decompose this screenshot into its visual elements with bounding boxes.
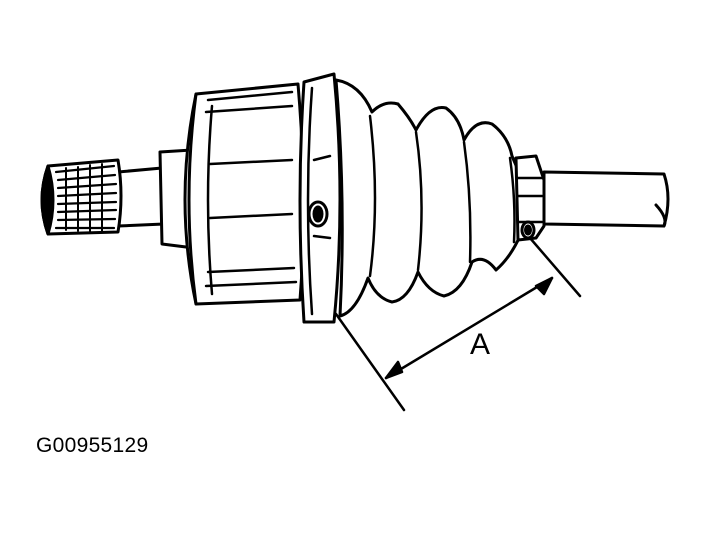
extension-line-left — [334, 312, 406, 412]
figure-id: G00955129 — [36, 434, 149, 457]
arrowhead-left — [384, 360, 404, 380]
arrowhead-right — [534, 276, 554, 296]
dimension-label: A — [470, 328, 491, 361]
joint-housing — [183, 82, 306, 306]
extension-line-right — [528, 236, 582, 298]
large-boot-clamp — [298, 72, 342, 324]
splined-stub-shaft — [40, 158, 166, 236]
axle-shaft — [542, 170, 670, 228]
dimension-line — [384, 276, 554, 380]
dimension-a-callout — [334, 236, 582, 412]
small-boot-clamp — [514, 154, 546, 242]
rubber-boot-bellows — [334, 78, 522, 318]
